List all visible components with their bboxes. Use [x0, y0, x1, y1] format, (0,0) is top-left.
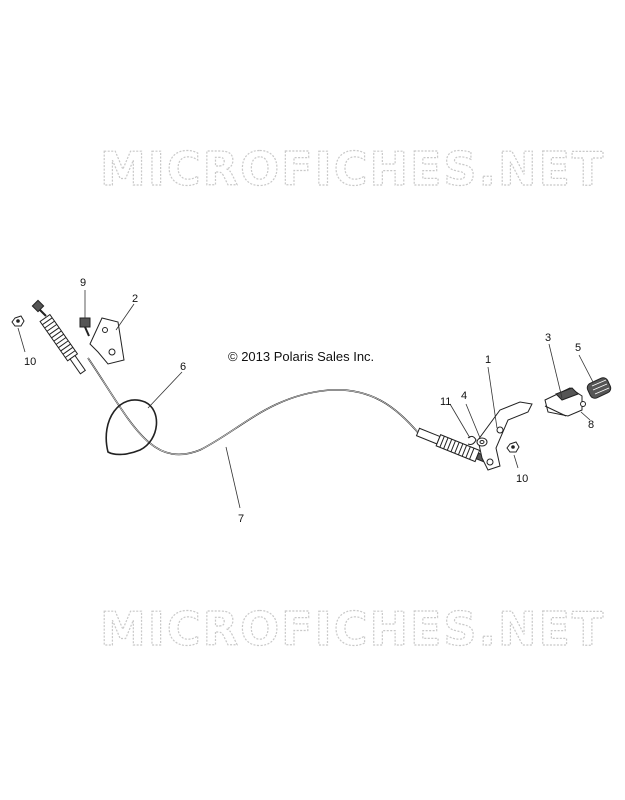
- watermark-top: MICROFICHES.NET: [100, 142, 605, 196]
- callout-7: 7: [238, 513, 244, 525]
- washer-part-4: [476, 437, 488, 447]
- bolt-part-9: [79, 317, 91, 337]
- nut-left-part-10: [11, 315, 25, 327]
- callout-2: 2: [132, 293, 138, 305]
- callout-10-right: 10: [516, 473, 528, 485]
- watermark-bottom: MICROFICHES.NET: [100, 602, 605, 656]
- nut-right-part-10: [506, 441, 520, 453]
- cable-assembly: [87, 357, 421, 456]
- callout-11: 11: [440, 396, 451, 408]
- clip-part-11: [467, 435, 477, 445]
- callout-1: 1: [485, 354, 491, 366]
- left-cable-end: [31, 299, 87, 375]
- callout-6: 6: [180, 361, 186, 373]
- cable-tie-loop: [105, 399, 158, 456]
- bracket-part-2: [89, 317, 125, 365]
- callout-9: 9: [80, 277, 86, 289]
- lever-part-1: [477, 401, 533, 471]
- callout-8: 8: [588, 419, 594, 431]
- callout-3: 3: [545, 332, 551, 344]
- callout-10-left: 10: [24, 356, 36, 368]
- callout-5: 5: [575, 342, 581, 354]
- screw-part-8: [580, 401, 586, 407]
- leader-lines: [17, 290, 594, 509]
- knob-cap-part-5: [586, 377, 612, 399]
- knob-body-part-3: [544, 387, 583, 417]
- copyright-text: © 2013 Polaris Sales Inc.: [228, 349, 374, 364]
- callout-4: 4: [461, 390, 467, 402]
